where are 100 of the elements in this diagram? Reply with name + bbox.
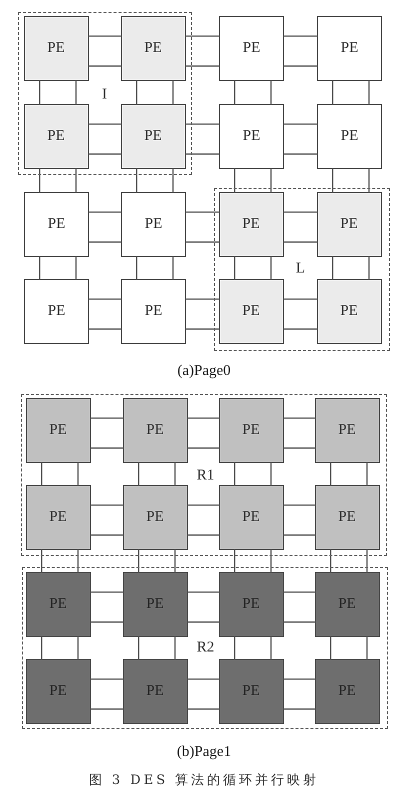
connector-line [136,81,138,104]
pe-box: PE [219,16,284,81]
connector-line [284,65,317,67]
pe-box: PE [120,16,186,80]
connector-line [89,36,121,37]
region-label: R1 [196,468,214,483]
pe-box: PE [26,398,90,462]
pe-box: PE [122,398,188,462]
connector-line [89,328,121,330]
connector-line [91,447,123,449]
connector-line [89,153,121,155]
connector-line [91,592,123,593]
pe-box: PE [26,658,90,724]
connector-line [366,637,368,659]
connector-line [366,550,368,572]
connector-line [136,169,138,192]
connector-line [186,298,219,300]
connector-line [38,257,40,279]
connector-line [270,637,272,659]
connector-line [284,708,315,710]
connector-line [75,169,77,192]
dashed-region [18,12,192,175]
connector-line [284,678,315,680]
connector-line [89,212,121,213]
pe-box: PE [24,279,89,344]
pe-box: PE [122,484,188,550]
connector-line [330,550,332,572]
region-label: L [296,261,306,276]
connector-line [91,708,123,710]
pe-box: PE [218,572,284,636]
pe-box: PE [218,398,284,462]
connector-line [284,621,315,623]
pe-box: PE [122,658,188,724]
connector-line [188,592,219,593]
connector-line [332,257,334,279]
pe-box: PE [24,192,89,257]
connector-line [138,637,140,659]
dashed-region [214,188,390,351]
connector-line [75,257,77,279]
connector-line [284,153,317,155]
connector-line [270,463,272,485]
pe-box: PE [122,572,188,636]
pe-box: PE [317,16,382,81]
connector-line [91,504,123,506]
connector-line [234,169,236,192]
connector-line [234,257,236,279]
pe-box: PE [121,192,186,257]
connector-line [284,504,315,506]
connector-line [138,550,140,572]
connector-line [75,81,77,104]
connector-line [234,550,236,572]
connector-line [284,212,317,213]
connector-line [40,463,42,485]
connector-line [284,298,317,300]
pe-box: PE [317,104,382,169]
pe-box: PE [219,104,284,169]
pe-box: PE [218,658,284,724]
connector-line [89,298,121,300]
pe-box: PE [218,278,284,344]
connector-line [234,463,236,485]
connector-line [91,678,123,680]
dashed-region [22,567,388,729]
connector-line [188,504,219,506]
pe-box: PE [314,658,380,724]
pe-box: PE [26,484,90,550]
connector-line [186,241,219,243]
connector-line [188,678,219,680]
connector-line [174,550,176,572]
pe-box: PE [218,192,284,256]
connector-line [91,534,123,536]
pe-box: PE [24,16,88,80]
connector-line [332,169,334,192]
connector-line [40,637,42,659]
connector-line [284,592,315,593]
connector-line [38,81,40,104]
connector-line [284,241,317,243]
connector-line [234,637,236,659]
connector-line [172,81,174,104]
connector-line [270,81,272,104]
connector-line [172,257,174,279]
connector-line [186,328,219,330]
pe-box: PE [218,484,284,550]
pe-box: PE [314,572,380,636]
region-label: R2 [196,640,214,655]
pe-box: PE [26,572,90,636]
connector-line [91,418,123,419]
connector-line [91,621,123,623]
connector-line [40,550,42,572]
connector-line [136,257,138,279]
connector-line [368,81,370,104]
connector-line [366,463,368,485]
connector-line [284,534,315,536]
connector-line [172,169,174,192]
pe-box: PE [120,104,186,168]
connector-line [89,65,121,67]
connector-line [186,36,219,37]
connector-line [330,463,332,485]
connector-line [270,257,272,279]
connector-line [188,447,219,449]
connector-line [284,328,317,330]
